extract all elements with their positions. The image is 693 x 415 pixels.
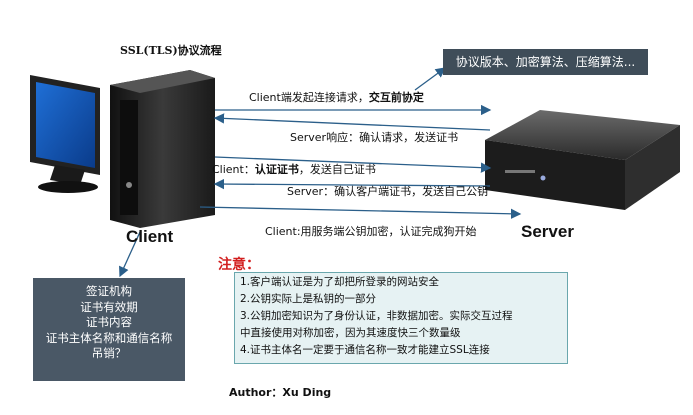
note-line: 4.证书主体名一定要于通信名称一致才能建立SSL连接 bbox=[240, 344, 490, 356]
note-line: 1.客户端认证是为了却把所登录的网站安全 bbox=[240, 276, 440, 288]
arrow-to-protocol-box bbox=[414, 67, 447, 91]
server-label: Server bbox=[521, 222, 574, 241]
client-label: Client bbox=[126, 227, 174, 246]
cert-item: 证书主体名称和通信名称 bbox=[45, 330, 173, 345]
client-computer-icon bbox=[30, 70, 215, 228]
message-client-request: Client端发起连接请求，交互前协定 bbox=[249, 89, 424, 105]
cert-item: 签证机构 bbox=[86, 284, 132, 298]
server-icon bbox=[485, 110, 680, 210]
message-client-cert-bold: 认证证书 bbox=[254, 163, 299, 176]
note-title: 注意： bbox=[218, 257, 260, 273]
note-line: 2.公钥实际上是私钥的一部分 bbox=[240, 293, 377, 305]
arrow-client-cert bbox=[214, 156, 492, 173]
note-line: 3.公钥加密知识为了身份认证，非数据加密。实际交互过程 bbox=[240, 310, 513, 322]
message-client-cert-prefix: Client： bbox=[212, 163, 255, 176]
cert-item: 吊销？ bbox=[91, 346, 127, 360]
message-client-request-bold: 交互前协定 bbox=[368, 91, 424, 104]
cert-info-box: 签证机构 证书有效期 证书内容 证书主体名称和通信名称 吊销？ bbox=[33, 278, 185, 381]
diagram-title: SSL(TLS)协议流程 bbox=[120, 44, 222, 57]
arrow-server-response bbox=[213, 113, 491, 131]
cert-item: 证书内容 bbox=[86, 315, 132, 329]
arrow-server-pubkey bbox=[213, 178, 491, 190]
message-server-pubkey: Server：确认客户端证书，发送自己公钥 bbox=[287, 185, 489, 198]
note-line: 中直接使用对称加密，因为其速度快三个数量级 bbox=[240, 327, 461, 339]
arrow-client-encrypt bbox=[199, 206, 522, 219]
arrow-to-cert-box bbox=[119, 231, 141, 278]
cert-item: 证书有效期 bbox=[80, 299, 138, 314]
message-client-cert-suffix: ，发送自己证书 bbox=[298, 163, 376, 176]
note-box: 1.客户端认证是为了却把所登录的网站安全 2.公钥实际上是私钥的一部分 3.公钥… bbox=[234, 272, 568, 364]
message-client-request-text: Client端发起连接请求， bbox=[249, 91, 369, 104]
message-client-encrypt: Client:用服务端公钥加密，认证完成狗开始 bbox=[265, 225, 477, 238]
message-server-response: Server响应：确认请求，发送证书 bbox=[290, 131, 459, 144]
author-credit: Author：Xu Ding bbox=[229, 386, 332, 399]
message-client-cert: Client：认证证书，发送自己证书 bbox=[212, 161, 376, 177]
protocol-box: 协议版本、加密算法、压缩算法... bbox=[443, 49, 648, 75]
